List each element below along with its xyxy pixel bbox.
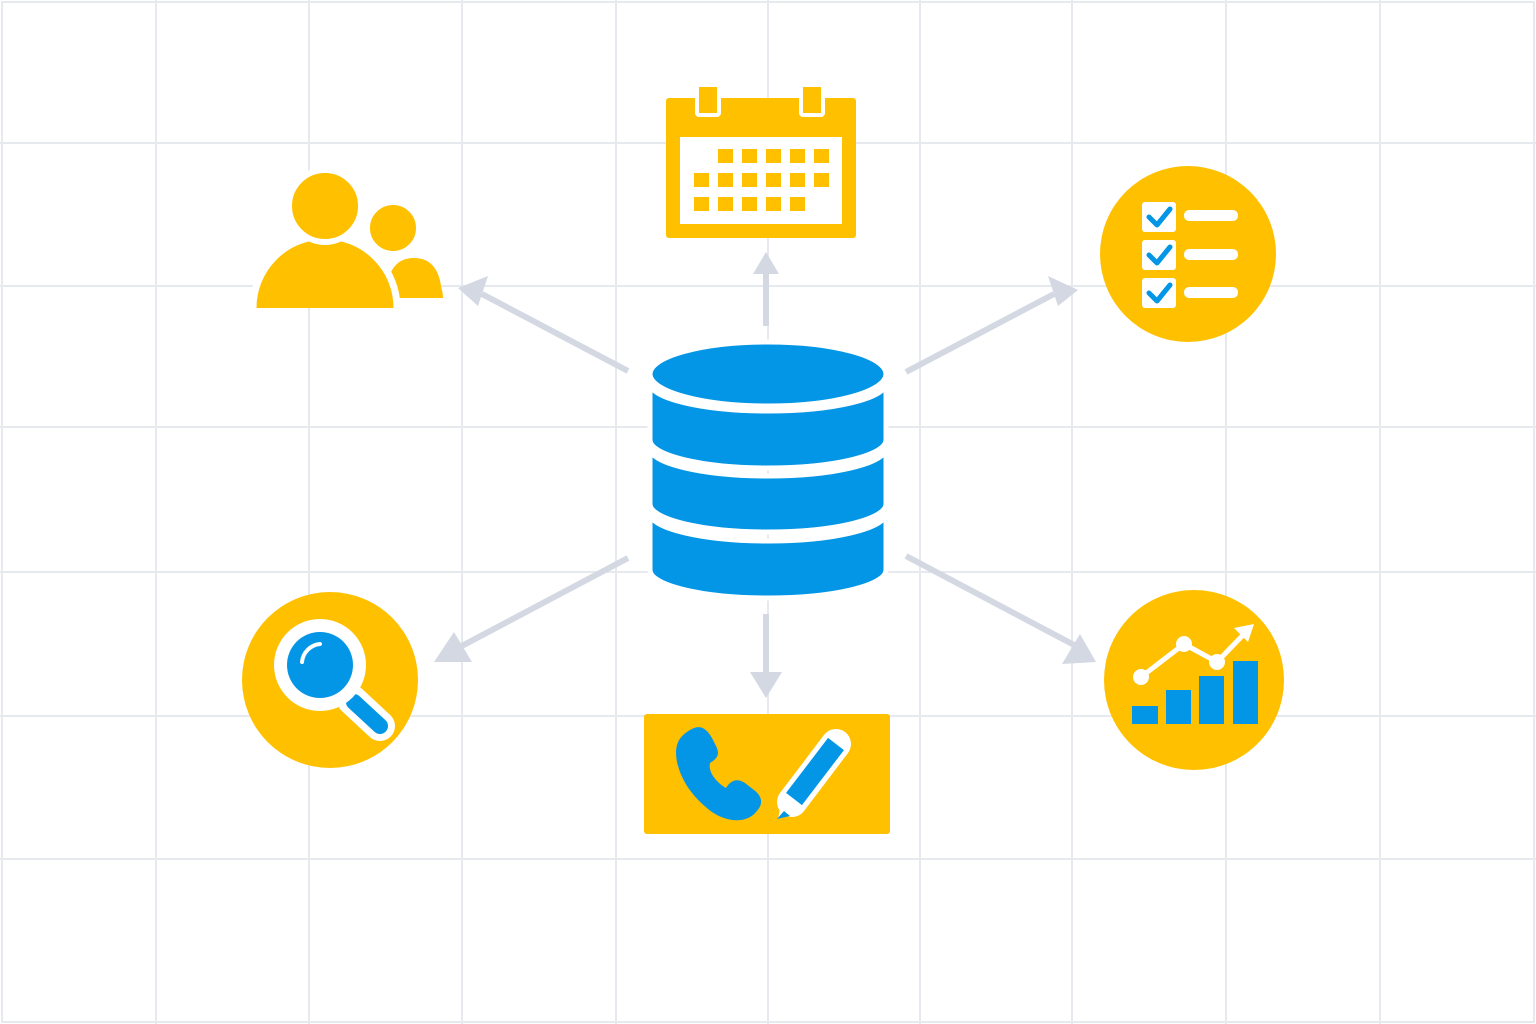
users-icon (249, 167, 443, 308)
analytics-chart-icon (1104, 590, 1284, 770)
arrow-to-phone-edit (750, 614, 782, 698)
connector-arrows (434, 252, 1096, 698)
phone-edit-icon (644, 714, 890, 834)
pencil-icon (777, 729, 851, 819)
arrow-to-users (458, 276, 630, 374)
calendar-day-grid (694, 149, 829, 211)
database-icon (647, 339, 889, 601)
arrow-to-analytics (904, 553, 1096, 664)
calendar-icon (666, 83, 856, 238)
search-icon (242, 592, 418, 768)
arrow-to-search (434, 555, 630, 662)
checklist-icon (1100, 166, 1276, 342)
arrow-to-checklist (904, 276, 1078, 375)
arrow-to-calendar (753, 252, 779, 326)
phone-icon (676, 727, 762, 821)
